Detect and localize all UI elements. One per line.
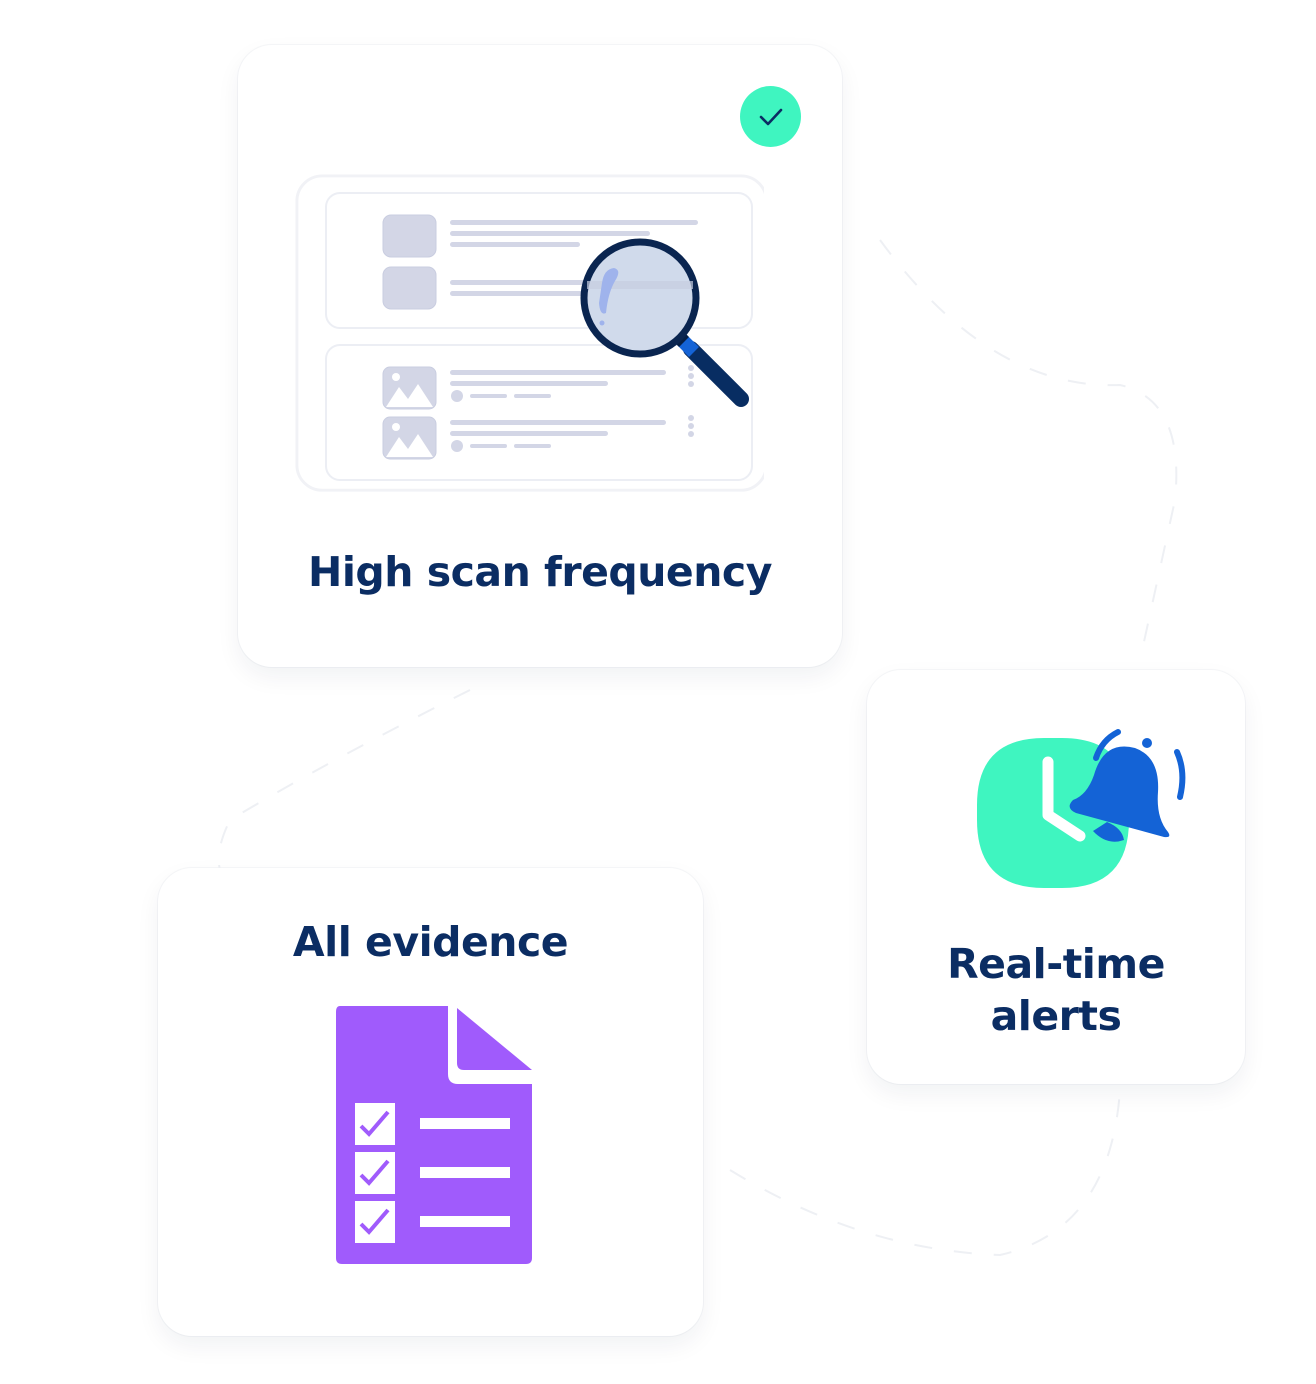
check-badge [740, 86, 801, 147]
mock-panel-bottom [325, 344, 753, 481]
real-time-alerts-title-line1: Real-time [947, 940, 1165, 988]
connector-top-right [879, 239, 1178, 661]
real-time-alerts-card: Real-time alerts [867, 670, 1245, 1084]
connector-bottom-right [729, 1089, 1121, 1257]
scan-frequency-title: High scan frequency [308, 548, 772, 596]
all-evidence-card: All evidence [158, 868, 703, 1336]
checklist-row [355, 1152, 510, 1194]
all-evidence-title: All evidence [292, 918, 569, 966]
mock-thumb [382, 266, 437, 310]
check-icon [759, 108, 783, 126]
checklist-document-icon [336, 1006, 532, 1264]
kebab-icon [688, 415, 694, 437]
checklist-row [355, 1103, 510, 1145]
clock-icon [977, 738, 1129, 888]
kebab-icon [688, 365, 694, 387]
clock-bell-illustration [977, 729, 1186, 888]
real-time-alerts-title-line2: alerts [990, 992, 1122, 1040]
checklist-row [355, 1201, 510, 1243]
scan-list-illustration [295, 174, 764, 492]
bell-icon [1069, 729, 1186, 842]
scan-frequency-card: High scan frequency [238, 45, 842, 667]
image-placeholder-icon [382, 366, 437, 410]
magnifier-icon [580, 238, 749, 407]
mock-thumb [382, 214, 437, 258]
connector-middle [217, 689, 471, 871]
image-placeholder-icon [382, 416, 437, 460]
